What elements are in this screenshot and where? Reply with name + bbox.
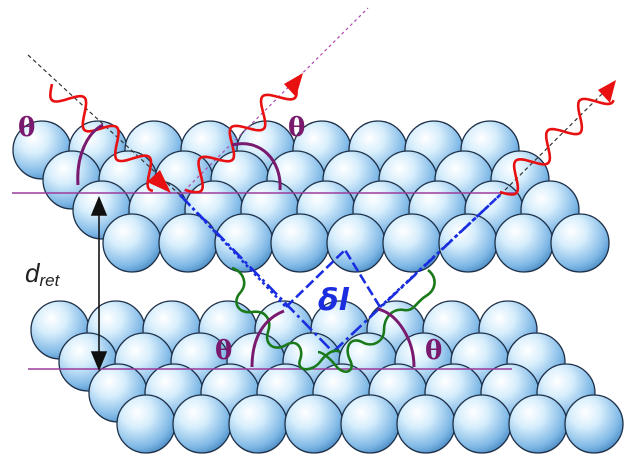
x-ray-waves: [48, 83, 615, 196]
path-difference-label: δl: [318, 283, 350, 318]
angle-arcs: [76, 123, 416, 368]
atom: [382, 213, 442, 273]
theta-label-lower-right: θ: [425, 336, 442, 366]
incident-angle-arc: [76, 123, 104, 186]
lattice-planes: [12, 192, 518, 370]
atom-lattice: [12, 120, 624, 454]
atom: [508, 394, 568, 454]
atom: [116, 394, 176, 454]
atom: [284, 394, 344, 454]
path-difference-construction: [179, 194, 501, 353]
arrowhead-icon: [147, 170, 171, 193]
reflected-wave-upper: [184, 87, 298, 194]
atom: [340, 394, 400, 454]
reflected-ray-guide-right: [499, 83, 613, 196]
theta-label-incident: θ: [18, 113, 35, 143]
wave-arrowheads: [147, 73, 616, 193]
perpendicular-foot-left: [179, 194, 287, 308]
atom: [564, 394, 624, 454]
atom: [102, 213, 162, 273]
construction-line-out: [332, 194, 501, 353]
theta-label-reflected: θ: [288, 113, 305, 143]
atom: [550, 213, 610, 273]
scattered-waves: [231, 266, 436, 373]
arrowhead-icon: [598, 80, 616, 103]
atom: [228, 394, 288, 454]
scattered-wave-right: [317, 268, 436, 373]
atom: [396, 394, 456, 454]
atom: [172, 394, 232, 454]
reflected-ray-guide-left: [179, 7, 369, 196]
atom: [214, 213, 274, 273]
ray-guides: [27, 7, 613, 196]
plane-spacing-symbol: d: [25, 258, 41, 288]
theta-label-lower-left: θ: [215, 336, 232, 366]
plane-spacing-label: dret: [25, 258, 61, 290]
perpendicular-right: [343, 249, 382, 308]
lower-angle-arc-right: [377, 307, 416, 368]
atom: [158, 213, 218, 273]
lower-angle-arc-left: [250, 309, 285, 368]
reflection-angle-arc: [231, 142, 282, 191]
incident-wave: [48, 83, 154, 193]
atom: [326, 213, 386, 273]
scattered-wave-left: [231, 266, 341, 371]
double-headed-arrow-icon: [90, 195, 108, 372]
atom: [494, 213, 554, 273]
atom: [270, 213, 330, 273]
arrowhead-icon: [284, 73, 303, 97]
plane-spacing-subscript: ret: [39, 271, 60, 290]
reflected-wave-lower: [499, 97, 615, 196]
atom: [452, 394, 512, 454]
